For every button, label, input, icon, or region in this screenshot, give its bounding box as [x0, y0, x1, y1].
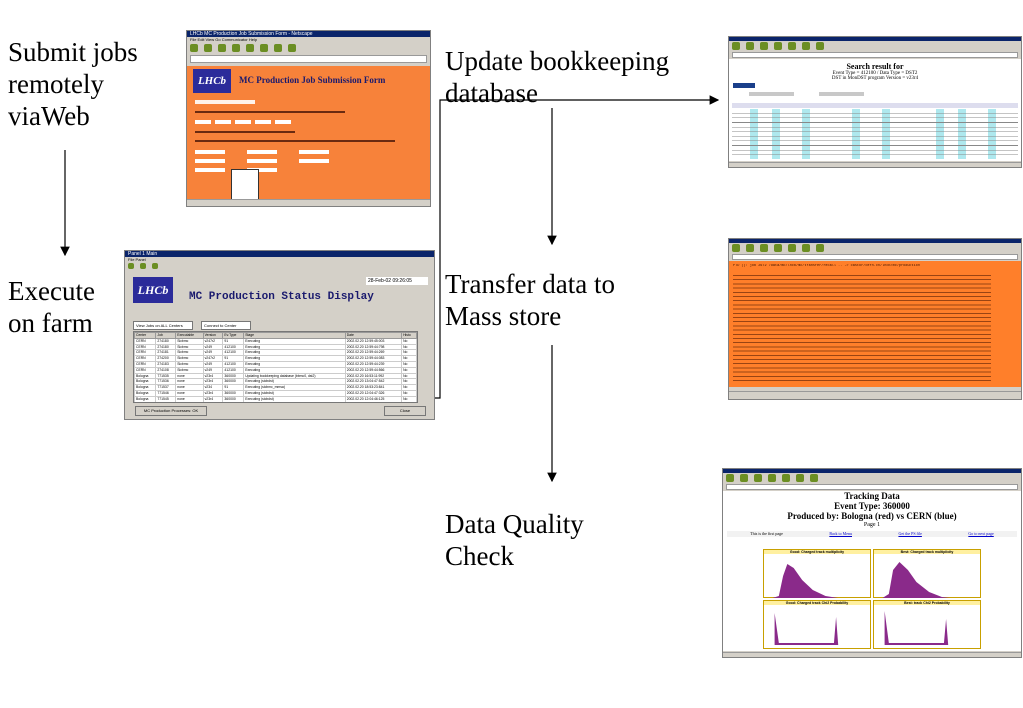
status-bar — [729, 162, 1021, 167]
taskbar — [729, 391, 1021, 399]
window-titlebar: Panel 1 Main — [125, 251, 434, 257]
blue-button[interactable] — [733, 83, 755, 88]
result-sub2: DST in MonDST program Version = v23r4 — [831, 76, 919, 81]
form-heading: MC Production Job Submission Form — [239, 75, 386, 85]
table-cell: 771545 — [155, 395, 177, 402]
histogram — [882, 562, 951, 598]
plot-good-chi2: Good: Charged track Chi2 Probability — [763, 600, 871, 649]
url-bar — [732, 52, 1018, 58]
url-bar — [732, 254, 1018, 260]
date-box: 28-Feb-02 09:26:05 — [366, 277, 428, 285]
status-bar — [723, 652, 1021, 657]
plot-grid: Good: Charged track multiplicity Best: C… — [763, 549, 981, 649]
connect-center-select[interactable]: Connect to Center — [201, 321, 251, 330]
histogram — [774, 613, 839, 645]
result-heading: Search result for — [846, 62, 904, 71]
nav-next-page[interactable]: Go to next page — [968, 531, 994, 536]
plot-best-chi2: Best: track Chi2 Probability — [873, 600, 981, 649]
table-cell: none — [175, 395, 204, 402]
nav-back-to-menu[interactable]: Back to Menu — [829, 531, 852, 536]
lhcb-logo: LHCb — [193, 69, 231, 93]
log-first-line: PTD (): job 2672 /data/mc/lhcb/mc/transf… — [733, 264, 920, 268]
nav-first-page: This is the first page — [750, 531, 783, 536]
bookkeeping-page: Search result for Event Type = 412100 / … — [729, 59, 1021, 161]
menu-bar: File Panel — [128, 257, 146, 262]
status-heading: MC Production Status Display — [189, 291, 374, 303]
window-titlebar: LHCb MC Production Job Submission Form -… — [187, 31, 430, 37]
url-bar — [726, 484, 1018, 490]
browser-toolbar — [187, 42, 430, 54]
table-cell: 360000 — [222, 395, 245, 402]
menu-bar: File Edit View Go Communicator Help — [190, 37, 258, 42]
lhcb-logo: LHCb — [133, 277, 173, 303]
transfer-log-screenshot: PTD (): job 2672 /data/mc/lhcb/mc/transf… — [728, 238, 1022, 400]
browser-toolbar — [729, 243, 1021, 253]
browser-toolbar — [723, 473, 1021, 483]
bookkeeping-screenshot: Search result for Event Type = 412100 / … — [728, 36, 1022, 168]
histogram — [884, 611, 949, 645]
close-button[interactable]: Close — [384, 406, 426, 416]
window-titlebar — [729, 239, 1021, 243]
form-fields — [195, 100, 422, 172]
quality-event-type: Event Type: 360000 — [834, 501, 910, 511]
table-cell: 2002.02.20 12:04:46:125 — [344, 395, 403, 402]
arrow-execute-to-bookkeeping — [434, 95, 720, 399]
nav-get-ps-file[interactable]: Get the PS file — [898, 531, 922, 536]
url-bar — [190, 55, 427, 63]
submission-form-screenshot: LHCb MC Production Job Submission Form -… — [186, 30, 431, 207]
table-cell: v23r4 — [202, 395, 224, 402]
processes-ok-button[interactable]: MC Production Processes: OK — [135, 406, 207, 416]
plot-best-multiplicity: Best: Charged track multiplicity — [873, 549, 981, 598]
window-titlebar — [723, 469, 1021, 473]
status-bar — [187, 199, 430, 206]
table-cell: No — [401, 395, 417, 402]
table-cell: Executing (sicbdst) — [243, 395, 346, 402]
quality-page: Tracking Data Event Type: 360000 Produce… — [723, 491, 1021, 651]
log-body: PTD (): job 2672 /data/mc/lhcb/mc/transf… — [729, 261, 1021, 387]
window-titlebar — [729, 37, 1021, 41]
quality-produced-by: Produced by: Bologna (red) vs CERN (blue… — [787, 511, 957, 521]
plot-good-multiplicity: Good: Charged track multiplicity — [763, 549, 871, 598]
form-body: LHCb MC Production Job Submission Form — [187, 66, 430, 204]
view-jobs-select[interactable]: View Jobs on ALL Centers — [133, 321, 193, 330]
histogram — [772, 564, 839, 598]
result-sub1: Event Type = 412100 / Data Type = DST2 — [832, 71, 918, 76]
table-cell: Bologna — [134, 395, 157, 402]
toolbar — [125, 262, 434, 270]
quality-check-screenshot: Tracking Data Event Type: 360000 Produce… — [722, 468, 1022, 658]
quality-nav: This is the first page Back to Menu Get … — [727, 531, 1017, 537]
quality-page-number: Page 1 — [863, 522, 881, 528]
browser-toolbar — [729, 41, 1021, 51]
quality-title: Tracking Data — [844, 491, 900, 501]
action-buttons — [749, 92, 864, 96]
log-text-lines — [733, 275, 991, 383]
results-table — [732, 103, 1018, 159]
status-display-screenshot: Panel 1 Main File Panel LHCb MC Producti… — [124, 250, 435, 420]
